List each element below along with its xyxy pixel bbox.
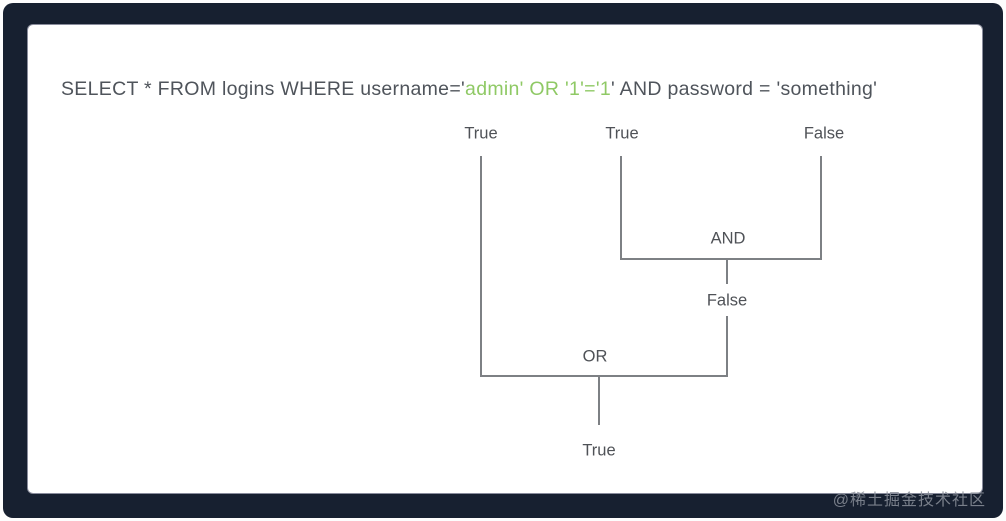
sql-query: SELECT * FROM logins WHERE username='adm… <box>61 78 877 101</box>
or-result-stem <box>598 377 600 425</box>
branch-line-false <box>820 156 822 260</box>
window-frame: SELECT * FROM logins WHERE username='adm… <box>3 3 1003 518</box>
or-operator-label: OR <box>582 347 608 366</box>
sql-query-prefix: SELECT * FROM logins WHERE username=' <box>61 78 466 100</box>
watermark: @稀土掘金技术社区 <box>832 492 986 509</box>
branch-line-true-1 <box>480 156 482 377</box>
and-operator-label: AND <box>710 229 746 248</box>
and-result-stem <box>726 260 728 284</box>
sql-query-suffix: ' AND password = 'something' <box>611 78 878 100</box>
or-bracket-line <box>480 375 728 377</box>
and-bracket-line <box>620 258 822 260</box>
leaf-label-true-1: True <box>464 124 498 143</box>
or-result-label: True <box>582 441 616 460</box>
and-result-label: False <box>706 291 748 310</box>
content-panel: SELECT * FROM logins WHERE username='adm… <box>28 25 982 493</box>
leaf-label-true-2: True <box>605 124 639 143</box>
false-to-or-line <box>726 316 728 377</box>
boolean-logic-tree: True True False AND False OR True <box>28 25 982 493</box>
branch-line-true-2 <box>620 156 622 260</box>
sql-injected-payload: admin' OR '1'='1 <box>465 78 612 100</box>
leaf-label-false: False <box>803 124 845 143</box>
